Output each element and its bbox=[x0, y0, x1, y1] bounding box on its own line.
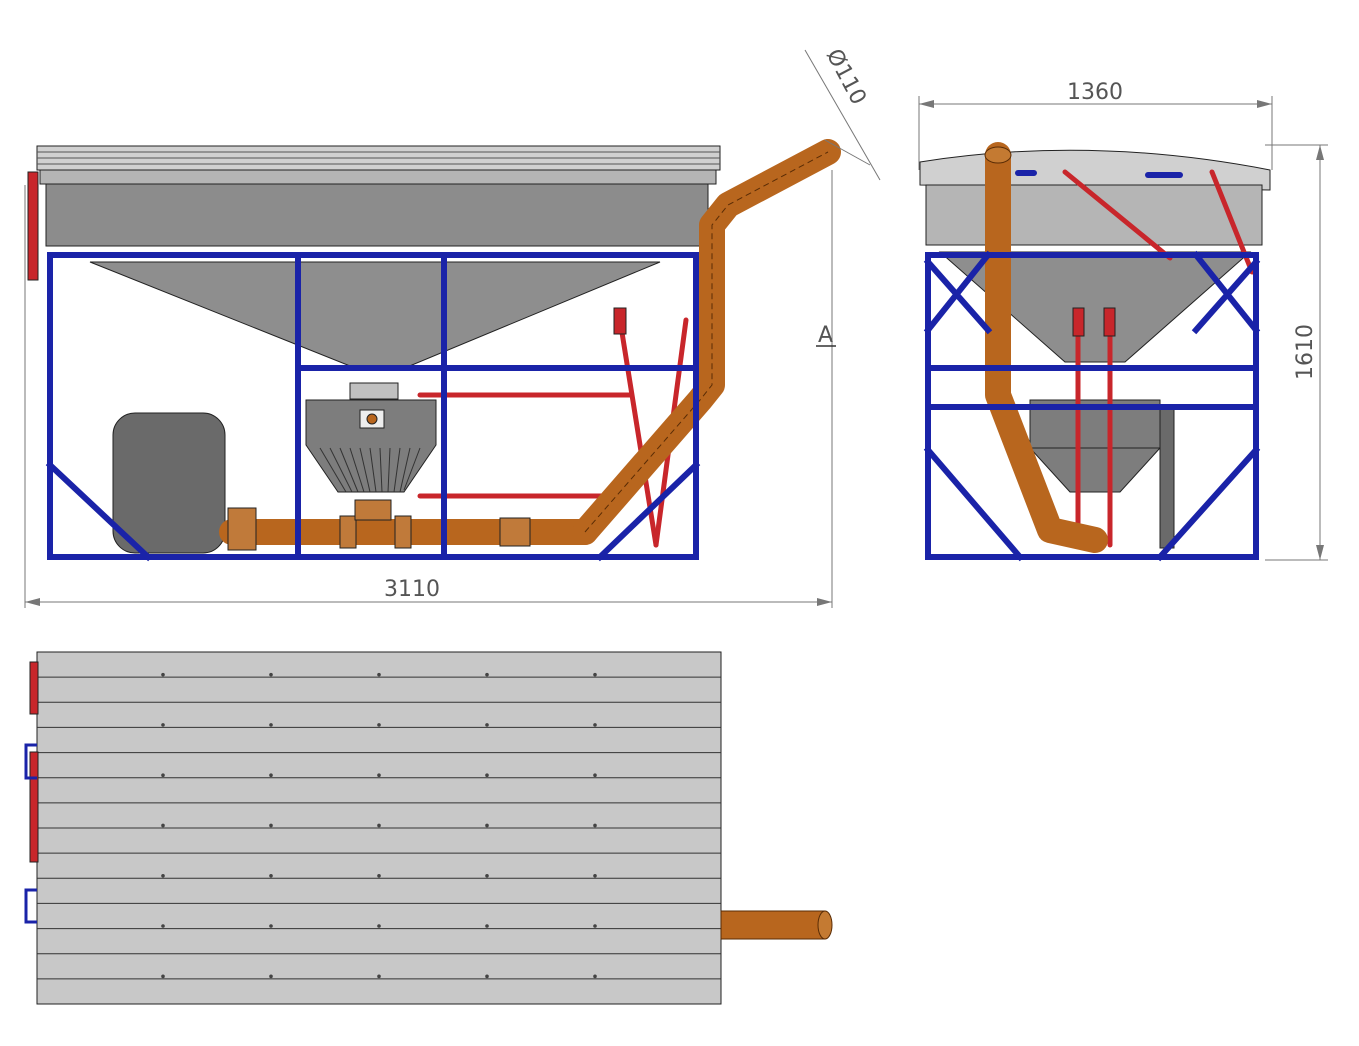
fastener-dot bbox=[593, 723, 597, 727]
side-dimensions: 1360 1610 bbox=[918, 80, 1328, 561]
front-view bbox=[27, 139, 841, 562]
pipe-diameter-dimension: Ø110 bbox=[821, 45, 871, 109]
fastener-dot bbox=[161, 823, 165, 828]
side-view bbox=[919, 142, 1271, 562]
width-dimension: 1360 bbox=[1067, 80, 1123, 105]
height-dimension: 1610 bbox=[1293, 324, 1318, 380]
fastener-dot bbox=[269, 873, 273, 878]
fastener-dot bbox=[161, 723, 165, 727]
fastener-dot bbox=[161, 974, 165, 979]
fastener-dot bbox=[377, 723, 381, 727]
fastener-dot bbox=[485, 823, 489, 828]
side-pipe bbox=[985, 142, 1108, 553]
top-bracket-2 bbox=[24, 888, 37, 924]
fastener-dot bbox=[593, 773, 597, 777]
top-bracket-1 bbox=[24, 743, 37, 780]
length-dimension: 3110 bbox=[384, 577, 440, 602]
fastener-dot bbox=[485, 924, 489, 928]
fastener-dot bbox=[593, 974, 597, 979]
front-frame bbox=[45, 252, 701, 562]
fastener-dot bbox=[593, 672, 597, 677]
fastener-dot bbox=[593, 873, 597, 878]
fastener-dot bbox=[161, 773, 165, 777]
fastener-dot bbox=[269, 823, 273, 828]
fastener-dot bbox=[377, 974, 381, 979]
fastener-dot bbox=[593, 823, 597, 828]
front-hopper-cone bbox=[89, 261, 661, 371]
front-hopper-box bbox=[45, 183, 709, 247]
front-auger-housing bbox=[305, 399, 437, 493]
top-pipe bbox=[720, 910, 826, 940]
fastener-dot bbox=[161, 873, 165, 878]
fastener-dot bbox=[485, 672, 489, 677]
fastener-dot bbox=[377, 773, 381, 777]
fastener-dot bbox=[377, 873, 381, 878]
fastener-dot bbox=[269, 974, 273, 979]
fastener-dot bbox=[269, 723, 273, 727]
fastener-dot bbox=[593, 924, 597, 928]
front-tank bbox=[112, 412, 226, 554]
fastener-dot bbox=[485, 723, 489, 727]
fastener-dot bbox=[377, 823, 381, 828]
side-frame bbox=[923, 250, 1261, 562]
fastener-dot bbox=[485, 773, 489, 777]
fastener-dot bbox=[269, 773, 273, 777]
fastener-dot bbox=[161, 672, 165, 677]
front-side-handle bbox=[27, 171, 39, 281]
fastener-dot bbox=[269, 672, 273, 677]
fastener-dot bbox=[269, 924, 273, 928]
fastener-dot bbox=[377, 924, 381, 928]
fastener-dot bbox=[377, 672, 381, 677]
fastener-dot bbox=[485, 873, 489, 878]
fastener-dot bbox=[485, 974, 489, 979]
fastener-dot bbox=[161, 924, 165, 928]
top-view bbox=[24, 651, 833, 1005]
section-marker: A bbox=[818, 323, 833, 348]
